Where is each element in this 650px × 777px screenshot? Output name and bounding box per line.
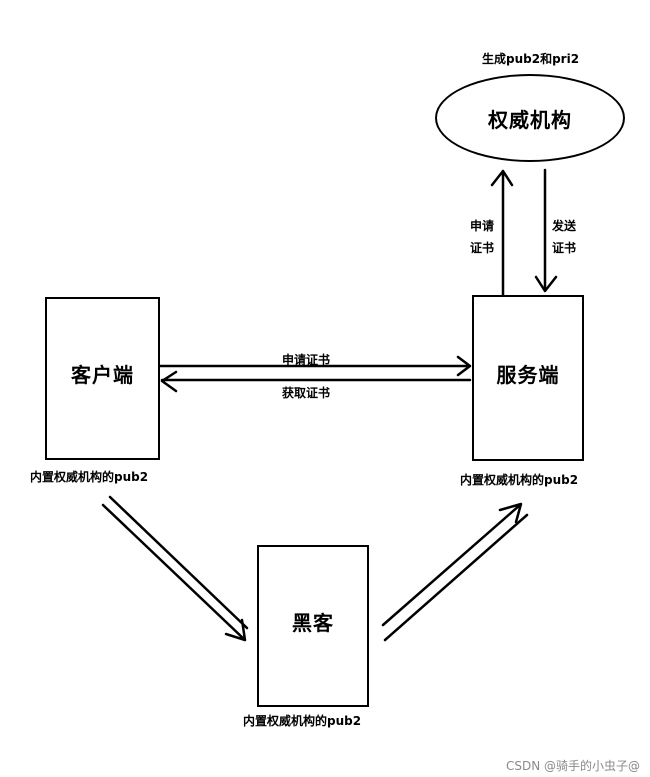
server-caption: 内置权威机构的pub2 — [460, 473, 579, 487]
arrow-authority-to-server — [534, 168, 558, 293]
apply-cert-vertical-label: 申请 证书 — [470, 215, 494, 259]
arrow-client-to-server — [158, 355, 472, 377]
apply-cert-vertical-line2: 证书 — [470, 241, 495, 255]
hacker-caption: 内置权威机构的pub2 — [243, 714, 362, 728]
hacker-node-label: 黑客 — [292, 610, 334, 635]
authority-node: 权威机构 — [435, 74, 625, 162]
arrow-server-to-client — [160, 370, 472, 393]
watermark: CSDN @骑手的小虫子@ — [505, 759, 640, 773]
send-cert-vertical-line2: 证书 — [552, 241, 577, 255]
client-caption: 内置权威机构的pub2 — [30, 470, 149, 484]
arrow-server-hacker-line-b — [383, 513, 529, 642]
send-cert-vertical-label: 发送 证书 — [552, 215, 576, 259]
authority-top-label: 生成pub2和pri2 — [482, 52, 580, 66]
get-cert-label: 获取证书 — [282, 386, 331, 400]
authority-node-label: 权威机构 — [488, 107, 572, 132]
apply-cert-vertical-line1: 申请 — [470, 219, 495, 233]
hacker-node: 黑客 — [257, 545, 369, 707]
arrow-client-hacker-line-a — [101, 503, 247, 642]
arrow-server-hacker-line-a — [381, 502, 523, 627]
client-node: 客户端 — [45, 297, 160, 460]
arrow-client-hacker-line-b — [108, 495, 249, 630]
send-cert-vertical-line1: 发送 — [552, 219, 577, 233]
client-node-label: 客户端 — [71, 363, 134, 387]
arrow-server-to-authority — [490, 169, 514, 298]
server-node-label: 服务端 — [496, 362, 560, 387]
apply-cert-label: 申请证书 — [282, 353, 331, 367]
server-node: 服务端 — [472, 295, 584, 461]
